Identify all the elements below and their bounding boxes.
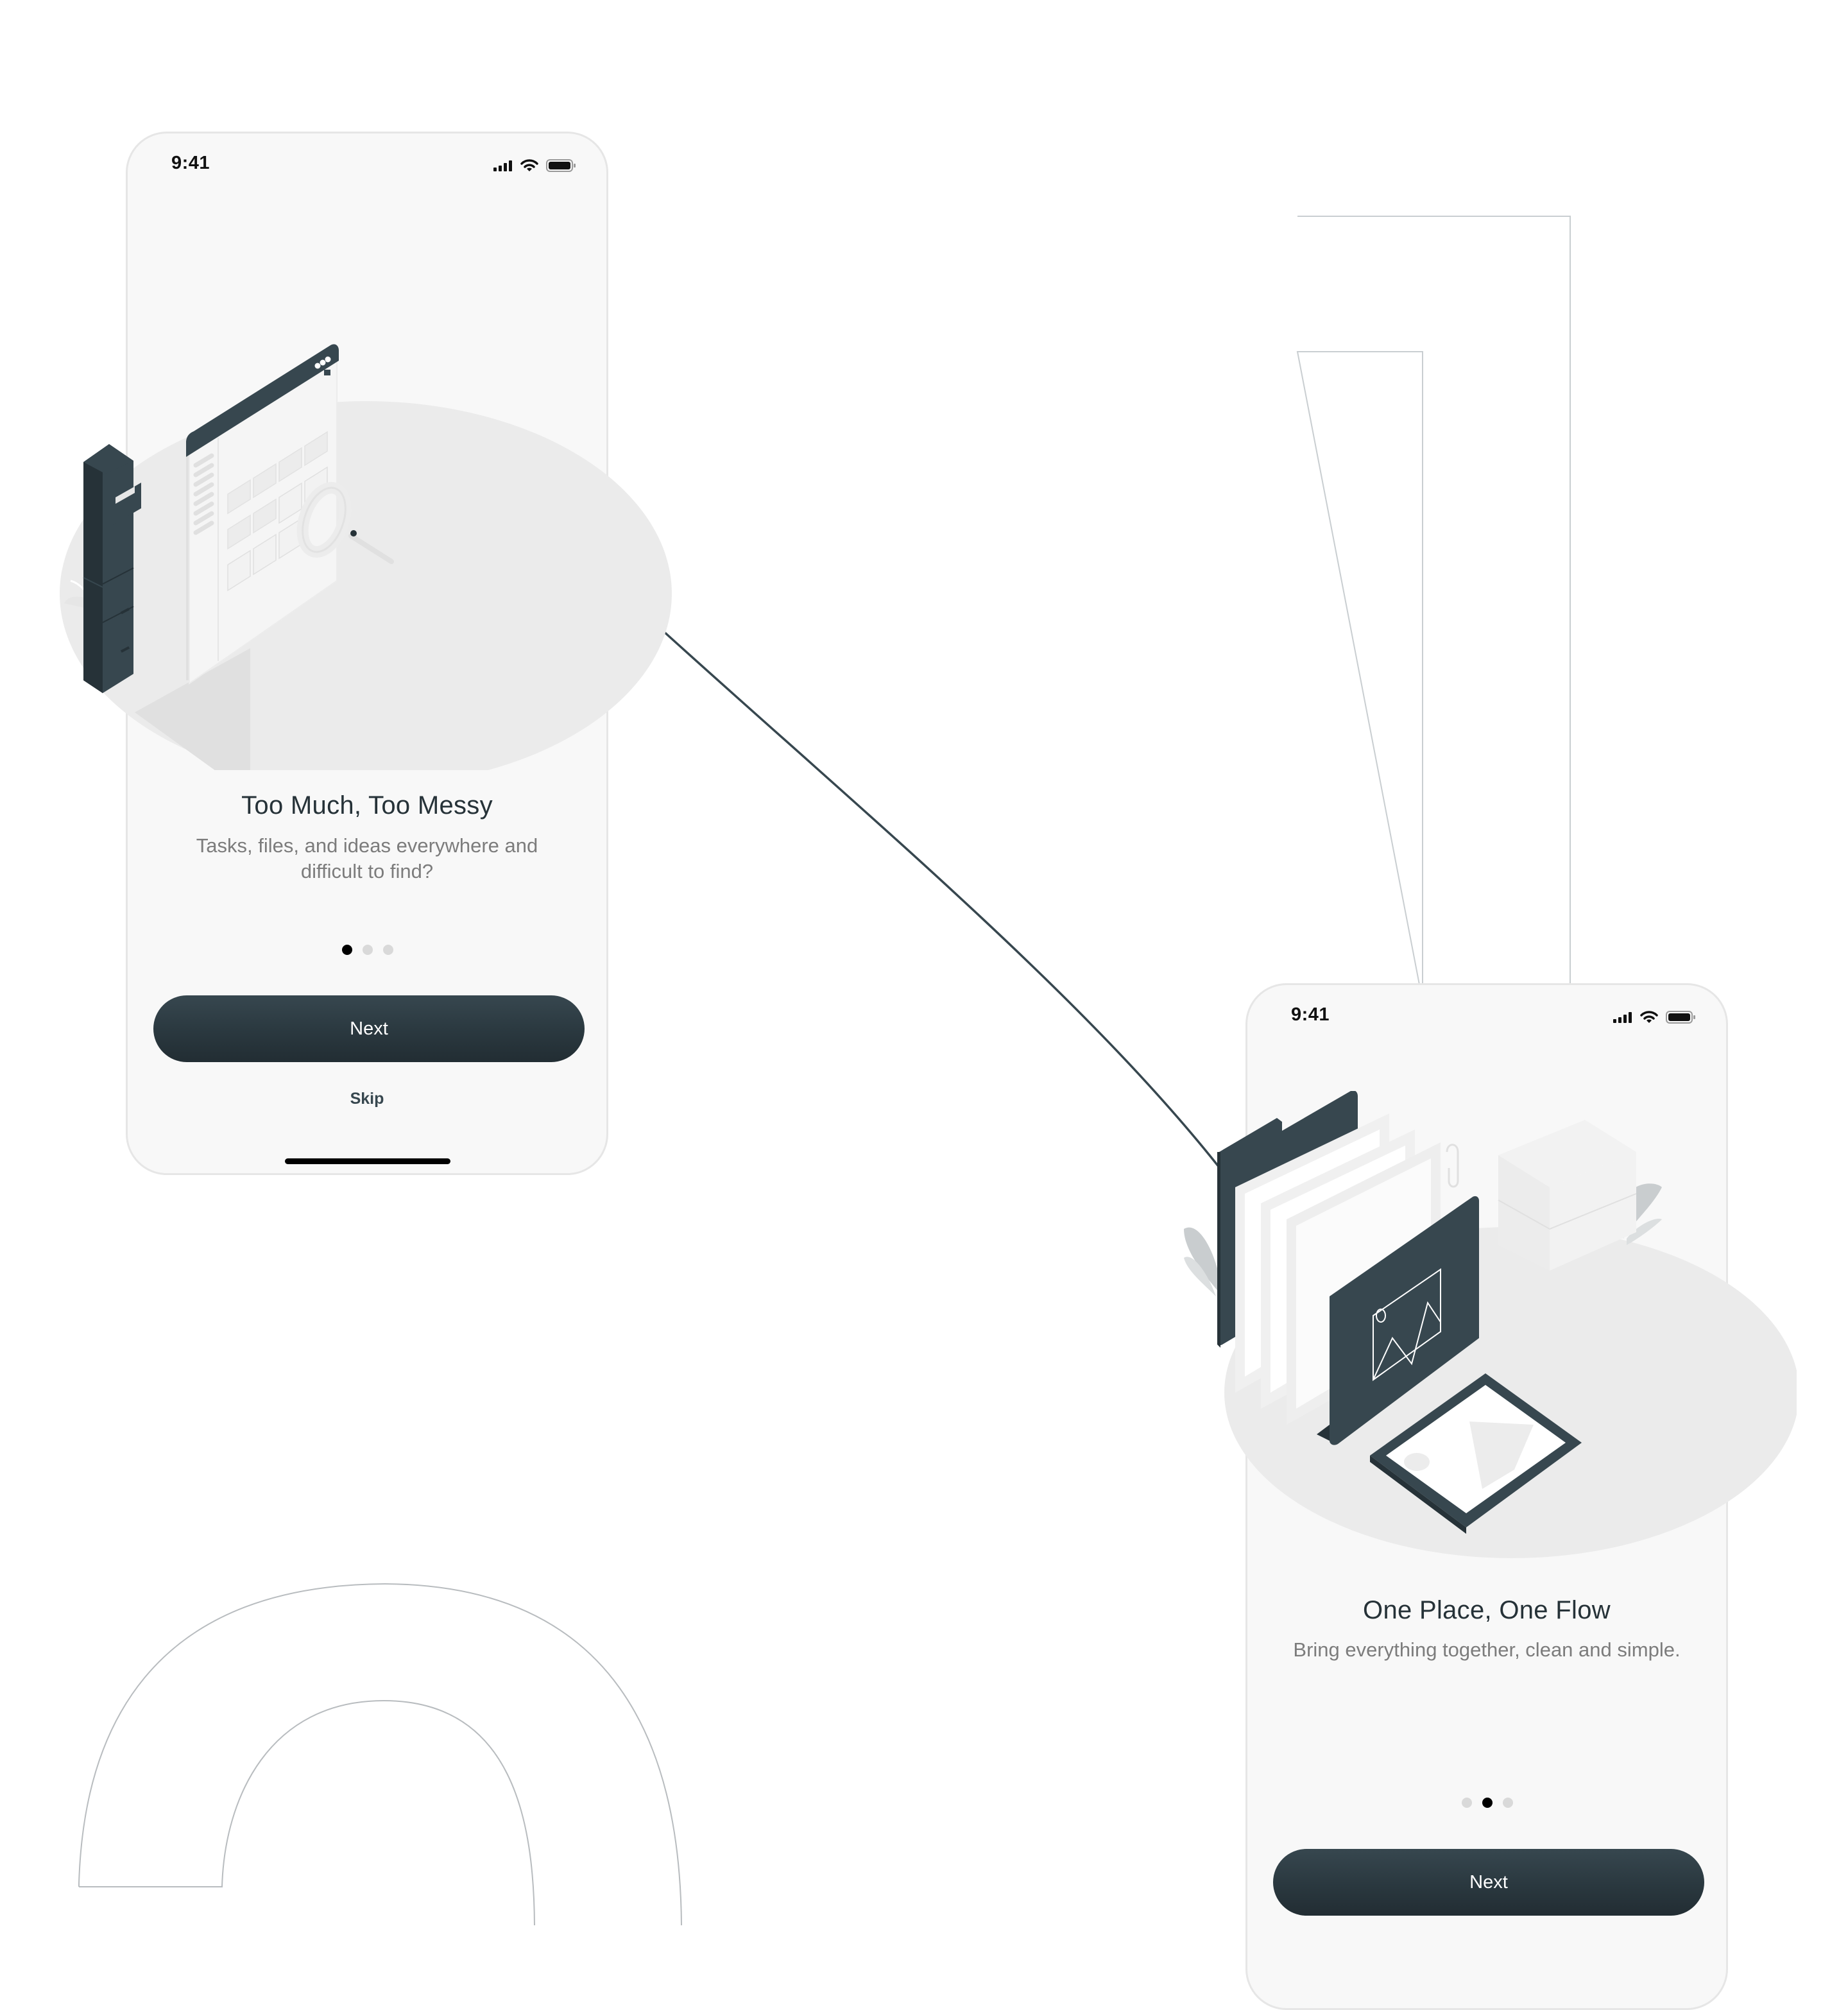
numeral-one-outline [1296, 216, 1571, 1002]
status-icons [1613, 1011, 1695, 1024]
onboarding-title: One Place, One Flow [1363, 1596, 1611, 1624]
battery-icon [546, 159, 576, 172]
status-time: 9:41 [171, 153, 210, 173]
wifi-icon [520, 159, 538, 171]
pagination-dot-3[interactable] [383, 945, 393, 955]
onboarding-title: Too Much, Too Messy [241, 791, 493, 820]
pagination-dot-3[interactable] [1503, 1798, 1513, 1808]
pagination-dot-1-active[interactable] [342, 945, 352, 955]
skip-link[interactable]: Skip [350, 1090, 384, 1108]
onboarding-subtitle: Bring everything together, clean and sim… [1293, 1638, 1681, 1661]
pagination-dot-1[interactable] [1462, 1798, 1472, 1808]
status-time: 9:41 [1291, 1004, 1330, 1025]
numeral-two-outline [78, 1583, 682, 1925]
pagination-dots [342, 945, 393, 955]
illustration-folders-photos [1184, 1091, 1797, 1558]
background-decorations [78, 216, 1571, 1925]
pagination-dots [1462, 1798, 1513, 1808]
flow-connector-line [660, 628, 1230, 1181]
onboarding-subtitle: Tasks, files, and ideas everywhere and d… [196, 834, 538, 882]
battery-icon [1666, 1011, 1695, 1024]
next-button[interactable]: Next [1273, 1849, 1704, 1916]
signal-icon [1613, 1012, 1632, 1023]
illustration-filing-cabinet-browser [60, 344, 672, 770]
pagination-dot-2-active[interactable] [1482, 1798, 1493, 1808]
pagination-dot-2[interactable] [363, 945, 373, 955]
wifi-icon [1640, 1011, 1658, 1023]
next-button[interactable]: Next [153, 995, 585, 1062]
home-indicator [285, 1158, 450, 1164]
signal-icon [493, 160, 512, 171]
status-icons [493, 159, 576, 172]
